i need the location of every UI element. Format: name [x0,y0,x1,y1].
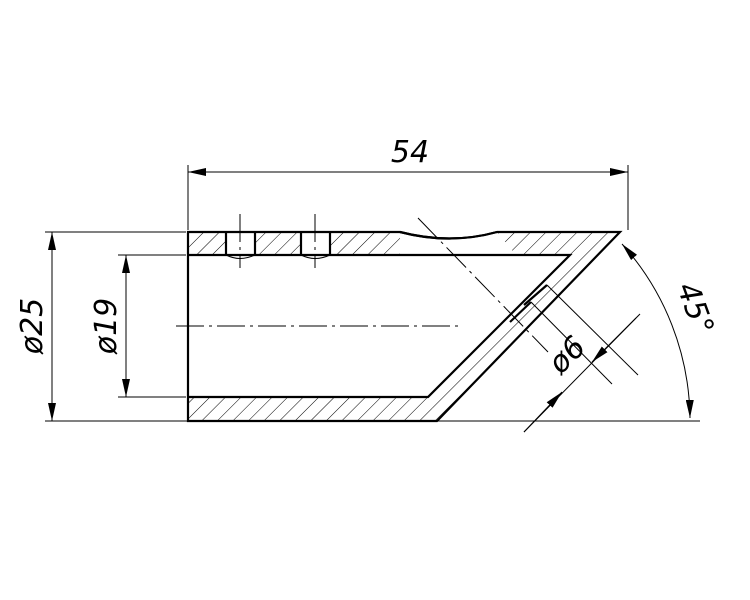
hole-edge [509,301,532,323]
dim-inner-diameter: ø19 [89,254,186,398]
part-outline [186,230,623,423]
dimension-arrow [523,391,563,433]
extension-line [530,301,613,385]
hole-diameter-label: ø6 [541,330,593,382]
top-wall-segment-4 [497,232,620,255]
angle-arc [621,243,694,419]
hole-edge [523,284,548,306]
top-wall-segment-1 [188,232,226,255]
cut-angle-label: 45° [669,278,720,340]
top-wall-segment-2 [255,232,301,255]
outer-diameter-label: ø25 [15,298,50,356]
center-lines [176,214,549,353]
slant-hole-centerline [417,217,549,353]
length-label: 54 [391,135,429,170]
milled-recess [399,230,498,240]
slanted-wall [428,232,620,421]
inner-bore [188,253,573,399]
dimension-arrow [591,313,641,363]
dim-length: 54 [187,135,629,230]
inner-diameter-label: ø19 [89,298,124,356]
top-wall-segment-3 [330,232,400,255]
bottom-wall [188,397,437,421]
section-hatching [188,232,620,421]
